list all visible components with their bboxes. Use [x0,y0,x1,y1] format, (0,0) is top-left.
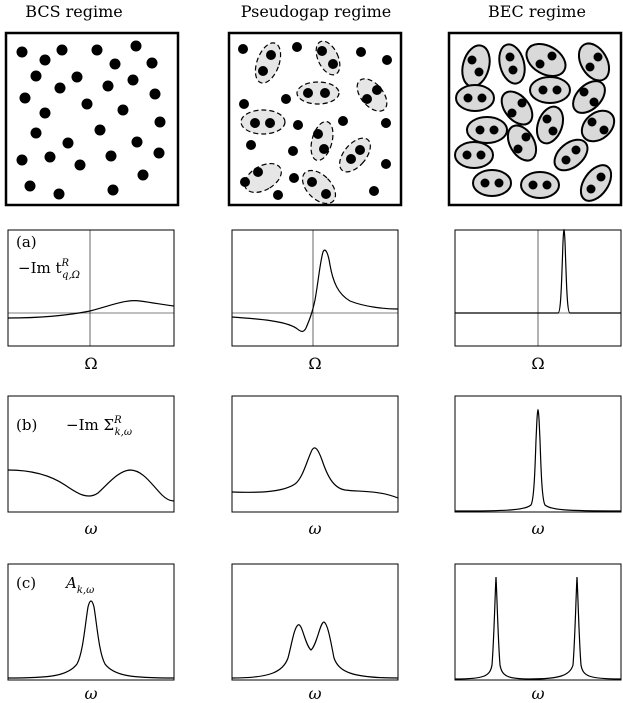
row-c-expr-main: A [64,574,77,592]
plot-b-pseudogap [231,395,399,513]
plot-a-pseudogap [231,229,399,347]
xlabel-c-bcs: ω [84,684,98,703]
bec-box [447,31,623,207]
xlabel-a-bec: Ω [531,354,545,373]
xlabel-c-bec: ω [531,684,545,703]
row-a-label: (a) [16,233,37,251]
title-pseudogap: Pseudogap regime [240,2,392,21]
plot-c-pseudogap [231,563,399,681]
plot-c-bec [454,563,622,681]
bcs-box [4,31,180,207]
plot-b-bec [454,395,622,513]
title-bcs: BCS regime [25,2,123,21]
row-b-expr-sub: k,ω [115,427,132,438]
xlabel-a-pseudogap: Ω [308,354,322,373]
plot-a-bcs [7,229,175,347]
row-a-expr-sup: R [61,258,70,269]
row-c-expr-sub: k,ω [77,585,94,596]
xlabel-b-pseudogap: ω [308,519,322,538]
title-bec: BEC regime [488,2,586,21]
pseudogap-box [227,31,403,207]
plot-b-bcs [7,395,175,513]
row-c-expr: Ak,ω [64,574,94,596]
row-a-expr-sub: q,Ω [62,270,80,281]
plot-c-bcs [7,563,175,681]
row-b-label: (b) [16,416,37,434]
xlabel-c-pseudogap: ω [308,684,322,703]
row-a-expr-main: −Im t [18,259,62,277]
row-b-expr-sup: R [113,415,122,426]
xlabel-b-bcs: ω [84,519,98,538]
plot-a-bec [454,228,622,347]
xlabel-b-bec: ω [531,519,545,538]
xlabel-a-bcs: Ω [84,354,98,373]
row-b-expr-main: −Im Σ [66,416,114,434]
row-c-label: (c) [16,574,36,592]
